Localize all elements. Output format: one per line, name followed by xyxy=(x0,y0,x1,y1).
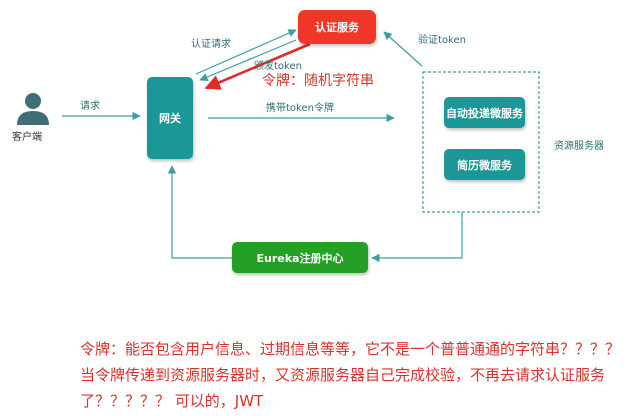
annotation-arrow xyxy=(204,42,311,90)
client-label: 客户端 xyxy=(12,132,42,143)
edge-issue-token-label: 颁发token xyxy=(254,61,302,72)
resource-server-group xyxy=(422,71,540,213)
edge-carry-token-label: 携带token令牌 xyxy=(266,103,334,114)
edge-request-label: 请求 xyxy=(80,101,100,112)
resume-service-node[interactable]: 简历微服务 xyxy=(444,149,525,180)
gateway-node[interactable]: 网关 xyxy=(147,77,193,159)
auth-service-node[interactable]: 认证服务 xyxy=(298,10,376,44)
edge-verify-token xyxy=(383,31,423,67)
gateway-label: 网关 xyxy=(159,112,181,125)
resource-server-label: 资源服务器 xyxy=(554,141,604,152)
delivery-service-label: 自动投递微服务 xyxy=(446,106,523,120)
resume-service-label: 简历微服务 xyxy=(457,158,512,172)
token-annotation: 令牌：随机字符串 xyxy=(262,73,374,89)
edge-issue-token xyxy=(199,39,297,81)
edge-verify-token-label: 验证token xyxy=(418,35,466,46)
note-text: 令牌：能否包含用户信息、过期信息等等，它不是一个普普通通的字符串？？？？ 当令牌… xyxy=(80,340,621,410)
eureka-label: Eureka注册中心 xyxy=(256,251,344,265)
eureka-node[interactable]: Eureka注册中心 xyxy=(232,242,368,273)
auth-service-label: 认证服务 xyxy=(315,21,359,34)
person-icon xyxy=(17,93,49,125)
delivery-service-node[interactable]: 自动投递微服务 xyxy=(444,97,525,128)
edge-resource-to-eureka xyxy=(371,212,463,263)
edge-eureka-to-gateway xyxy=(167,165,232,259)
edge-auth-request-label: 认证请求 xyxy=(191,39,231,50)
edge-auth-request xyxy=(195,29,297,75)
